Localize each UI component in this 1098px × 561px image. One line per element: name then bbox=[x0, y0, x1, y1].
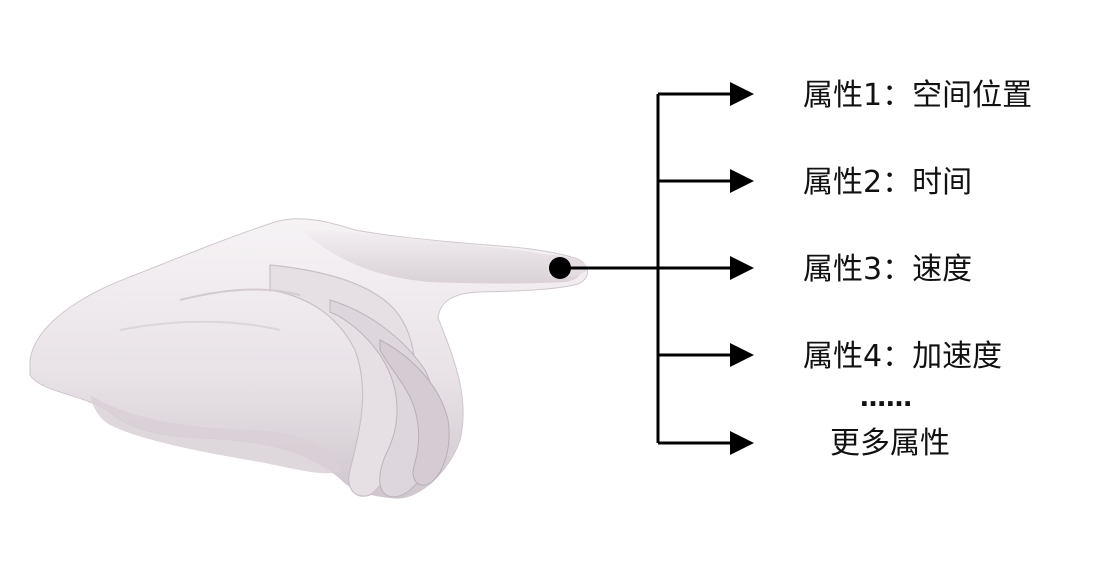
arrow-right-icon bbox=[730, 169, 754, 193]
connector-lines bbox=[560, 92, 740, 445]
ellipsis: …… bbox=[860, 383, 912, 413]
arrow-right-icon bbox=[730, 256, 754, 280]
attribute-label-4: 属性4：加速度 bbox=[803, 339, 1002, 374]
arrow-right-icon bbox=[730, 431, 754, 455]
arrow-heads bbox=[730, 82, 754, 455]
attribute-label-3: 属性3：速度 bbox=[803, 252, 972, 287]
attribute-label-1: 属性1：空间位置 bbox=[803, 78, 1032, 113]
arrow-right-icon bbox=[730, 82, 754, 106]
arrow-right-icon bbox=[730, 343, 754, 367]
pointing-hand-icon bbox=[29, 218, 588, 499]
more-attributes-label: 更多属性 bbox=[830, 426, 950, 461]
attribute-label-2: 属性2：时间 bbox=[803, 165, 972, 200]
